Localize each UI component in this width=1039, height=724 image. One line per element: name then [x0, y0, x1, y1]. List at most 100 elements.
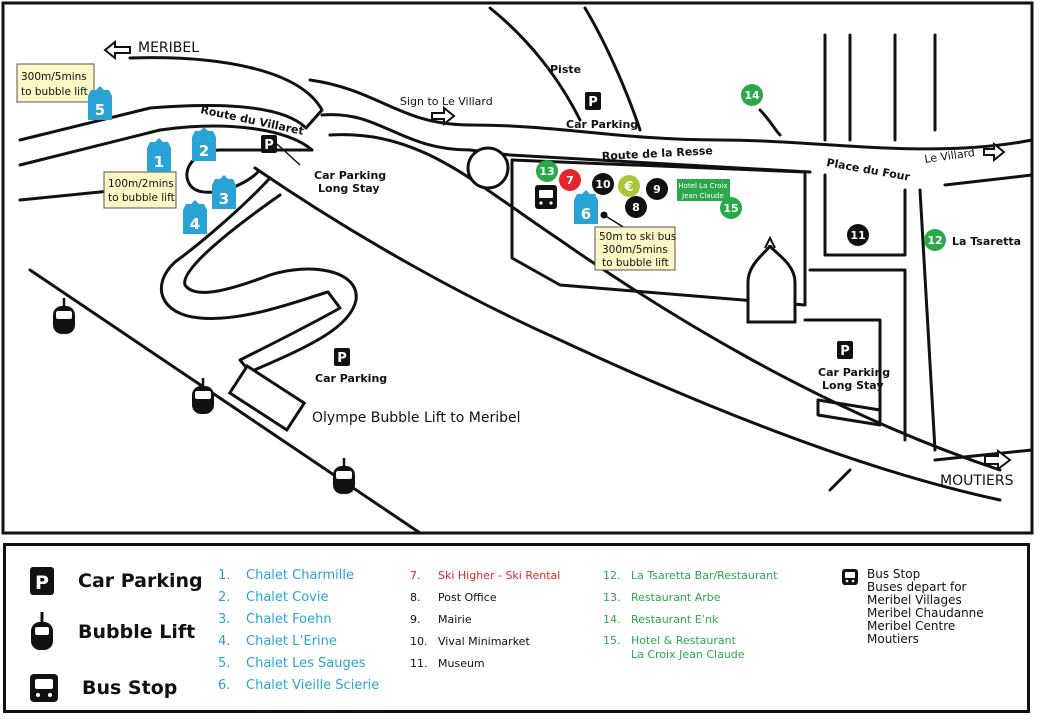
lift-cable	[28, 268, 422, 535]
callout-chalet-5: 300m/5mins to bubble lift	[16, 63, 95, 103]
svg-text:Car Parking: Car Parking	[818, 366, 890, 379]
road-top-left-lower	[18, 124, 314, 167]
street-right-mid	[808, 268, 907, 442]
long-stay-right-bar	[816, 398, 882, 427]
bus-icon	[30, 674, 58, 702]
svg-text:Car Parking: Car Parking	[314, 169, 386, 182]
legend-services: 7.Ski Higher - Ski Rental 8.Post Office …	[410, 564, 560, 674]
parking-long-stay-right: P Car Parking Long Stay	[818, 341, 890, 392]
label-olympe-lift: Olympe Bubble Lift to Meribel	[312, 410, 521, 426]
bus-info-line: Moutiers	[867, 632, 919, 646]
marker-chalet-4[interactable]: 4	[183, 200, 207, 234]
road-main-upper	[328, 133, 1002, 472]
marker-mairie-9[interactable]: 9	[646, 178, 668, 200]
long-stay-right-block	[803, 318, 882, 412]
svg-text:to bubble lift: to bubble lift	[21, 86, 88, 98]
svg-text:to bubble lift: to bubble lift	[108, 192, 175, 204]
svg-text:P: P	[337, 351, 347, 366]
roads	[18, 6, 1034, 535]
marker-ski-rental-7[interactable]: 7	[559, 169, 581, 191]
central-block	[510, 158, 807, 307]
bus-info-line: Buses depart for	[867, 580, 967, 594]
svg-text:€: €	[623, 180, 633, 195]
svg-text:4: 4	[190, 215, 200, 233]
marker-minimarket-10[interactable]: 10	[592, 173, 614, 195]
callout-chalet-1: 100m/2mins to bubble lift	[103, 171, 177, 209]
road-left-spur	[18, 188, 122, 202]
legend-chalet-item: 1.Chalet Charmille	[218, 567, 355, 583]
legend-label-bus-stop: Bus Stop	[82, 677, 178, 699]
marker-chalet-3[interactable]: 3	[212, 175, 236, 209]
legend-chalet-item: 4.Chalet L’Erine	[218, 633, 337, 649]
arrow-right-icon	[983, 141, 1006, 163]
legend-key-parking: P Car Parking	[28, 565, 203, 597]
legend-bus-info: Bus Stop Buses depart for Meribel Villag…	[841, 568, 984, 646]
arrow-left-icon	[103, 39, 131, 61]
piste-left	[488, 6, 582, 122]
svg-text:Long Stay: Long Stay	[822, 379, 884, 392]
legend-key-bus-stop: Bus Stop	[28, 672, 177, 704]
svg-text:12: 12	[927, 234, 942, 247]
road-main-lower	[253, 166, 1002, 502]
legend-restaurant-item: 13.Restaurant Arbe	[603, 590, 721, 604]
marker-hotel-15[interactable]: 15	[720, 197, 742, 219]
bus-stop-icon	[535, 185, 557, 209]
map-frame	[1, 1, 1034, 535]
legend-key-bubble-lift: Bubble Lift	[28, 612, 195, 652]
legend-restaurant-item: 12.La Tsaretta Bar/Restaurant	[603, 568, 778, 582]
marker-euro-atm[interactable]: €	[618, 175, 640, 197]
street-bottom	[828, 468, 852, 492]
marker-chalet-6[interactable]: 6	[574, 190, 598, 224]
street-14	[758, 108, 782, 137]
parking-icon: P	[30, 567, 54, 595]
roundabout	[466, 146, 510, 190]
block-11	[823, 173, 907, 257]
legend-service-item: 11.Museum	[410, 656, 485, 670]
svg-text:P: P	[264, 138, 274, 153]
legend-restaurant-item: 15.Hotel & Restaurant La Croix Jean Clau…	[603, 634, 745, 661]
svg-text:6: 6	[581, 205, 591, 223]
marker-chalet-1[interactable]: 1	[147, 138, 171, 172]
marker-chalet-2[interactable]: 2	[192, 127, 216, 161]
callout-chalet-6: 50m to ski bus 300m/5mins to bubble lift	[594, 211, 676, 271]
bus-info-line: Meribel Centre	[867, 619, 956, 633]
legend-service-item: 9.Mairie	[410, 612, 472, 626]
svg-text:Jean Claude: Jean Claude	[681, 192, 724, 200]
road-serpentine	[159, 176, 358, 374]
bus-info-title: Bus Stop	[867, 567, 921, 581]
label-la-tsaretta: La Tsaretta	[952, 235, 1021, 248]
label-sign-le-villard: Sign to Le Villard	[400, 95, 493, 108]
marker-post-office-8[interactable]: 8	[625, 196, 647, 218]
parking-top-label: Car Parking	[566, 118, 638, 131]
svg-text:to bubble lift: to bubble lift	[602, 257, 669, 269]
svg-text:50m to ski bus: 50m to ski bus	[599, 231, 676, 243]
marker-chalet-5[interactable]: 5	[88, 86, 112, 120]
street-moutiers	[933, 448, 1034, 462]
legend-chalet-item: 3.Chalet Foehn	[218, 611, 332, 627]
svg-text:1: 1	[154, 153, 164, 171]
svg-text:Car Parking: Car Parking	[315, 372, 387, 385]
marker-restaurant-14[interactable]: 14	[741, 84, 763, 106]
marker-restaurant-12[interactable]: 12	[924, 229, 946, 251]
parking-long-stay-left: P Car Parking Long Stay	[261, 135, 386, 195]
svg-text:300m/5mins: 300m/5mins	[21, 71, 87, 83]
bus-info-line: Meribel Chaudanne	[867, 606, 984, 620]
callout-hotel: Hotel La Croix Jean Claude	[677, 179, 730, 201]
svg-text:9: 9	[653, 183, 661, 196]
parking-lower: P Car Parking	[315, 348, 387, 385]
svg-text:3: 3	[219, 190, 229, 208]
svg-text:7: 7	[566, 174, 574, 187]
route-de-la-resse-lower	[320, 113, 812, 174]
legend-service-item: 7.Ski Higher - Ski Rental	[410, 568, 561, 582]
svg-text:100m/2mins: 100m/2mins	[108, 178, 174, 190]
marker-museum-11[interactable]: 11	[847, 224, 869, 246]
svg-text:5: 5	[95, 101, 105, 119]
village-map: MERIBEL MOUTIERS Le Villard Sign to Le V…	[1, 1, 1034, 535]
piste-right	[583, 6, 642, 132]
svg-text:P: P	[35, 572, 49, 594]
marker-restaurant-13[interactable]: 13	[536, 160, 558, 182]
svg-text:8: 8	[632, 201, 640, 214]
bus-info-line: Meribel Villages	[867, 593, 962, 607]
svg-text:11: 11	[850, 229, 865, 242]
label-route-de-la-resse: Route de la Resse	[601, 144, 713, 163]
